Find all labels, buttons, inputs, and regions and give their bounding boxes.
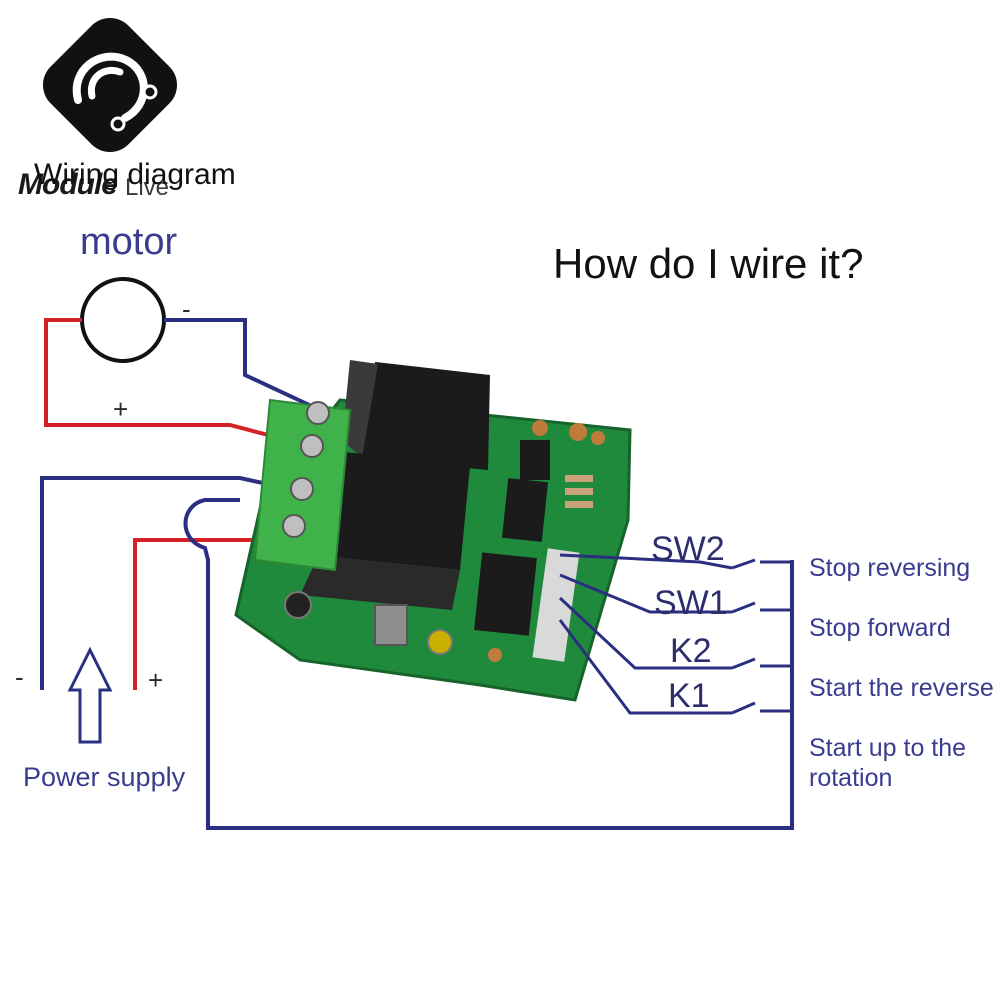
diagram-title: Wiring diagram: [34, 158, 236, 191]
brand-text: Module: [18, 168, 118, 201]
supply-minus-wire: [40, 476, 286, 690]
relay-pcb: [234, 360, 632, 702]
motor-plus-label: +: [113, 394, 129, 424]
supply-minus-label: -: [15, 662, 24, 692]
common-return-wire: [183, 498, 794, 830]
circuit-logo-icon: [42, 17, 178, 153]
up-arrow-icon: [67, 646, 113, 744]
supply-plus-label: +: [148, 665, 164, 695]
question-heading: How do I wire it?: [553, 240, 864, 287]
motor-minus-wire: [164, 318, 321, 412]
switch-name-sw1: SW1: [654, 584, 728, 622]
switch-name-k2: K2: [670, 632, 712, 670]
power-supply-label: Power supply: [23, 762, 186, 792]
switch-name-k1: K1: [668, 677, 710, 715]
switch-desc-k1-line2: rotation: [809, 764, 893, 792]
switch-desc-k1: Start up to the: [809, 734, 967, 762]
switch-desc-sw1: Stop forward: [809, 614, 951, 642]
motor-symbol: [80, 277, 166, 363]
motor-minus-label: -: [182, 294, 191, 324]
switch-name-sw2: SW2: [651, 530, 725, 568]
switch-desc-sw2: Stop reversing: [809, 554, 971, 582]
switch-desc-k2: Start the reverse: [809, 674, 994, 702]
motor-label: motor: [80, 221, 178, 263]
brand-sub-text: Live: [125, 174, 170, 201]
switch-wires: [558, 553, 792, 715]
motor-plus-wire: [44, 318, 296, 444]
